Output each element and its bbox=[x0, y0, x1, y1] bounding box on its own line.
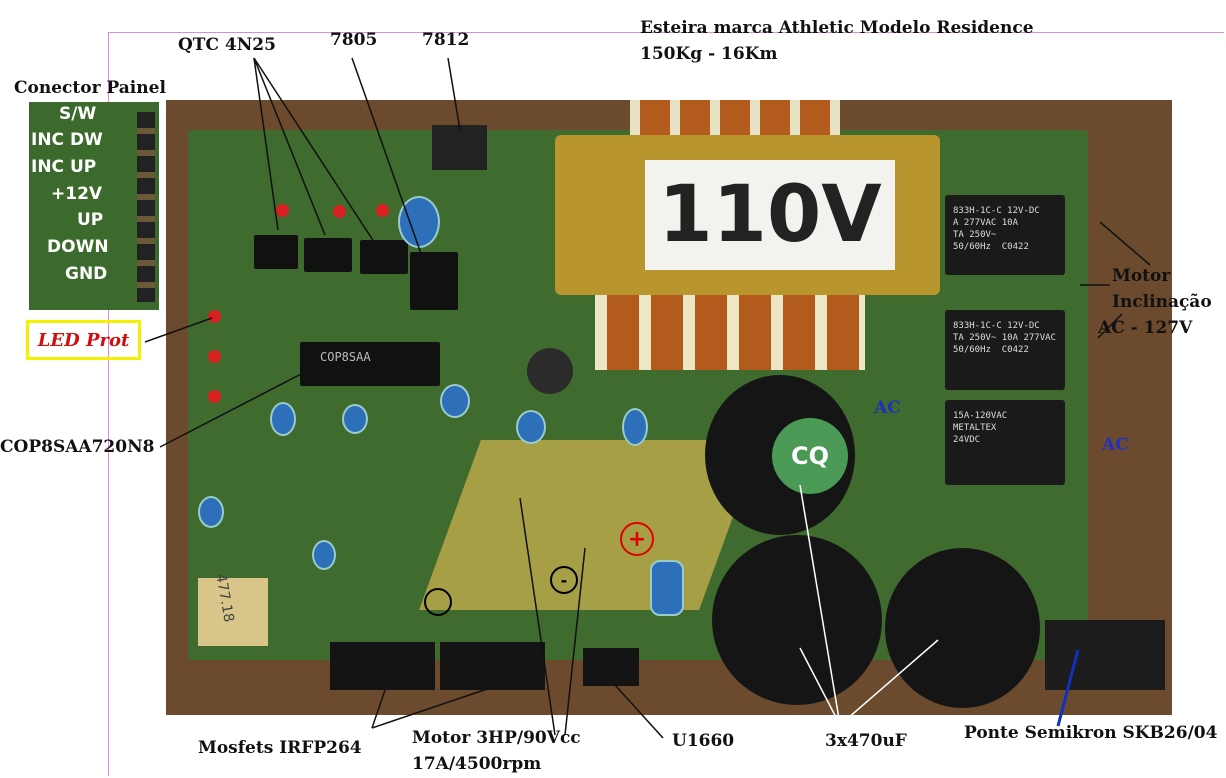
line-qtc-3 bbox=[253, 57, 379, 249]
label-7805: 7805 bbox=[330, 30, 378, 50]
mosfet-2 bbox=[440, 642, 545, 690]
transformer-label: 110V bbox=[645, 160, 895, 270]
image-frame bbox=[108, 32, 1224, 776]
label-motor-incl-2: Inclinação bbox=[1112, 292, 1212, 312]
relay-2: 833H-1C-C 12V-DC TA 250V~ 10A 277VAC 50/… bbox=[945, 310, 1065, 390]
label-mosfets: Mosfets IRFP264 bbox=[198, 738, 362, 758]
line-mosfet-2 bbox=[371, 687, 491, 729]
label-ponte: Ponte Semikron SKB26/04 bbox=[964, 723, 1218, 743]
board-sticker bbox=[198, 578, 268, 646]
label-ac-1: AC bbox=[874, 398, 901, 418]
plus-marker: + bbox=[620, 522, 654, 556]
relay-1-marking: 833H-1C-C 12V-DC A 277VAC 10A TA 250V~ 5… bbox=[953, 206, 1040, 252]
capacitor-blue-5 bbox=[516, 410, 546, 444]
pin-label-inc-up: INC UP bbox=[31, 157, 97, 177]
line-motor-incl-1 bbox=[1099, 221, 1151, 266]
label-caps: 3x470uF bbox=[825, 731, 907, 751]
line-ponte bbox=[1056, 649, 1080, 727]
connector-inset: S/W INC DW INC UP +12V UP DOWN GND bbox=[29, 102, 159, 310]
line-mosfet-1 bbox=[371, 689, 386, 729]
mosfet-1 bbox=[330, 642, 435, 690]
line-cap-3 bbox=[839, 639, 939, 726]
led-3 bbox=[376, 204, 389, 217]
capacitor-blue-7 bbox=[198, 496, 224, 528]
connector-pins bbox=[137, 112, 155, 302]
bridge-rectifier bbox=[1045, 620, 1165, 690]
line-qtc-2 bbox=[253, 57, 326, 236]
line-qtc-1 bbox=[253, 57, 279, 231]
optocoupler-3 bbox=[360, 240, 408, 274]
microcontroller-cop8 bbox=[300, 342, 440, 386]
capacitor-black-small bbox=[527, 348, 573, 394]
capacitor-blue-6 bbox=[622, 408, 648, 446]
minus-marker: - bbox=[550, 566, 578, 594]
capacitor-470uf-3 bbox=[885, 548, 1040, 708]
led-1 bbox=[276, 204, 289, 217]
capacitor-blue-2 bbox=[440, 384, 470, 418]
capacitor-green-label: CQ bbox=[772, 418, 848, 494]
pin-label-12v: +12V bbox=[51, 184, 103, 204]
led-prot bbox=[208, 310, 221, 323]
pin-label-sw: S/W bbox=[59, 104, 97, 124]
optocoupler-1 bbox=[254, 235, 298, 269]
transformer-coil-top bbox=[630, 100, 840, 135]
capacitor-blue-8 bbox=[312, 540, 336, 570]
line-led-prot bbox=[144, 317, 213, 343]
led-inc bbox=[208, 390, 221, 403]
label-cop: COP8SAA720N8 bbox=[0, 437, 155, 457]
capacitor-blue-4 bbox=[342, 404, 368, 434]
label-motor-incl-1: Motor bbox=[1112, 266, 1171, 286]
relay-1: 833H-1C-C 12V-DC A 277VAC 10A TA 250V~ 5… bbox=[945, 195, 1065, 275]
title-line-1: Esteira marca Athletic Modelo Residence bbox=[640, 18, 1034, 38]
pin-label-down: DOWN bbox=[47, 237, 109, 257]
capacitor-470uf-2 bbox=[712, 535, 882, 705]
regulator-7805 bbox=[410, 252, 458, 310]
label-u1660: U1660 bbox=[672, 731, 735, 751]
label-led-prot: LED Prot bbox=[37, 329, 130, 351]
line-cop bbox=[159, 371, 306, 448]
line-u1660 bbox=[614, 684, 664, 739]
optocoupler-2 bbox=[304, 238, 352, 272]
label-ac-2: AC bbox=[1102, 435, 1129, 455]
pin-label-gnd: GND bbox=[65, 264, 108, 284]
relay-3-marking: 15A-120VAC METALTEX 24VDC bbox=[953, 411, 1008, 445]
relay-3: 15A-120VAC METALTEX 24VDC bbox=[945, 400, 1065, 485]
relay-2-marking: 833H-1C-C 12V-DC TA 250V~ 10A 277VAC 50/… bbox=[953, 321, 1056, 355]
led-dec bbox=[208, 350, 221, 363]
pin-label-up: UP bbox=[77, 210, 104, 230]
label-motor-main-2: 17A/4500rpm bbox=[412, 754, 542, 774]
line-7805 bbox=[351, 57, 426, 266]
line-7812 bbox=[447, 57, 461, 131]
label-qtc: QTC 4N25 bbox=[178, 35, 276, 55]
label-conector-painel: Conector Painel bbox=[14, 78, 166, 98]
diode-u1660 bbox=[583, 648, 639, 686]
line-motor-incl-3 bbox=[1097, 313, 1123, 339]
line-motor-1 bbox=[519, 497, 556, 736]
microcontroller-marking: COP8SAA bbox=[320, 350, 371, 364]
label-led-prot-box: LED Prot bbox=[26, 320, 141, 360]
label-motor-incl-3: AC - 127V bbox=[1098, 318, 1193, 338]
label-7812: 7812 bbox=[422, 30, 470, 50]
title-line-2: 150Kg - 16Km bbox=[640, 44, 778, 64]
transformer-coil-bottom bbox=[595, 295, 865, 370]
regulator-7812 bbox=[432, 125, 487, 170]
line-motor-2 bbox=[564, 547, 586, 736]
capacitor-blue-9 bbox=[650, 560, 684, 616]
line-cap-2 bbox=[799, 647, 841, 726]
circle-marker bbox=[424, 588, 452, 616]
led-2 bbox=[333, 205, 346, 218]
line-cap-1 bbox=[799, 484, 841, 726]
label-motor-main-1: Motor 3HP/90Vcc bbox=[412, 728, 581, 748]
capacitor-blue-3 bbox=[270, 402, 296, 436]
pin-label-inc-dw: INC DW bbox=[31, 130, 103, 150]
